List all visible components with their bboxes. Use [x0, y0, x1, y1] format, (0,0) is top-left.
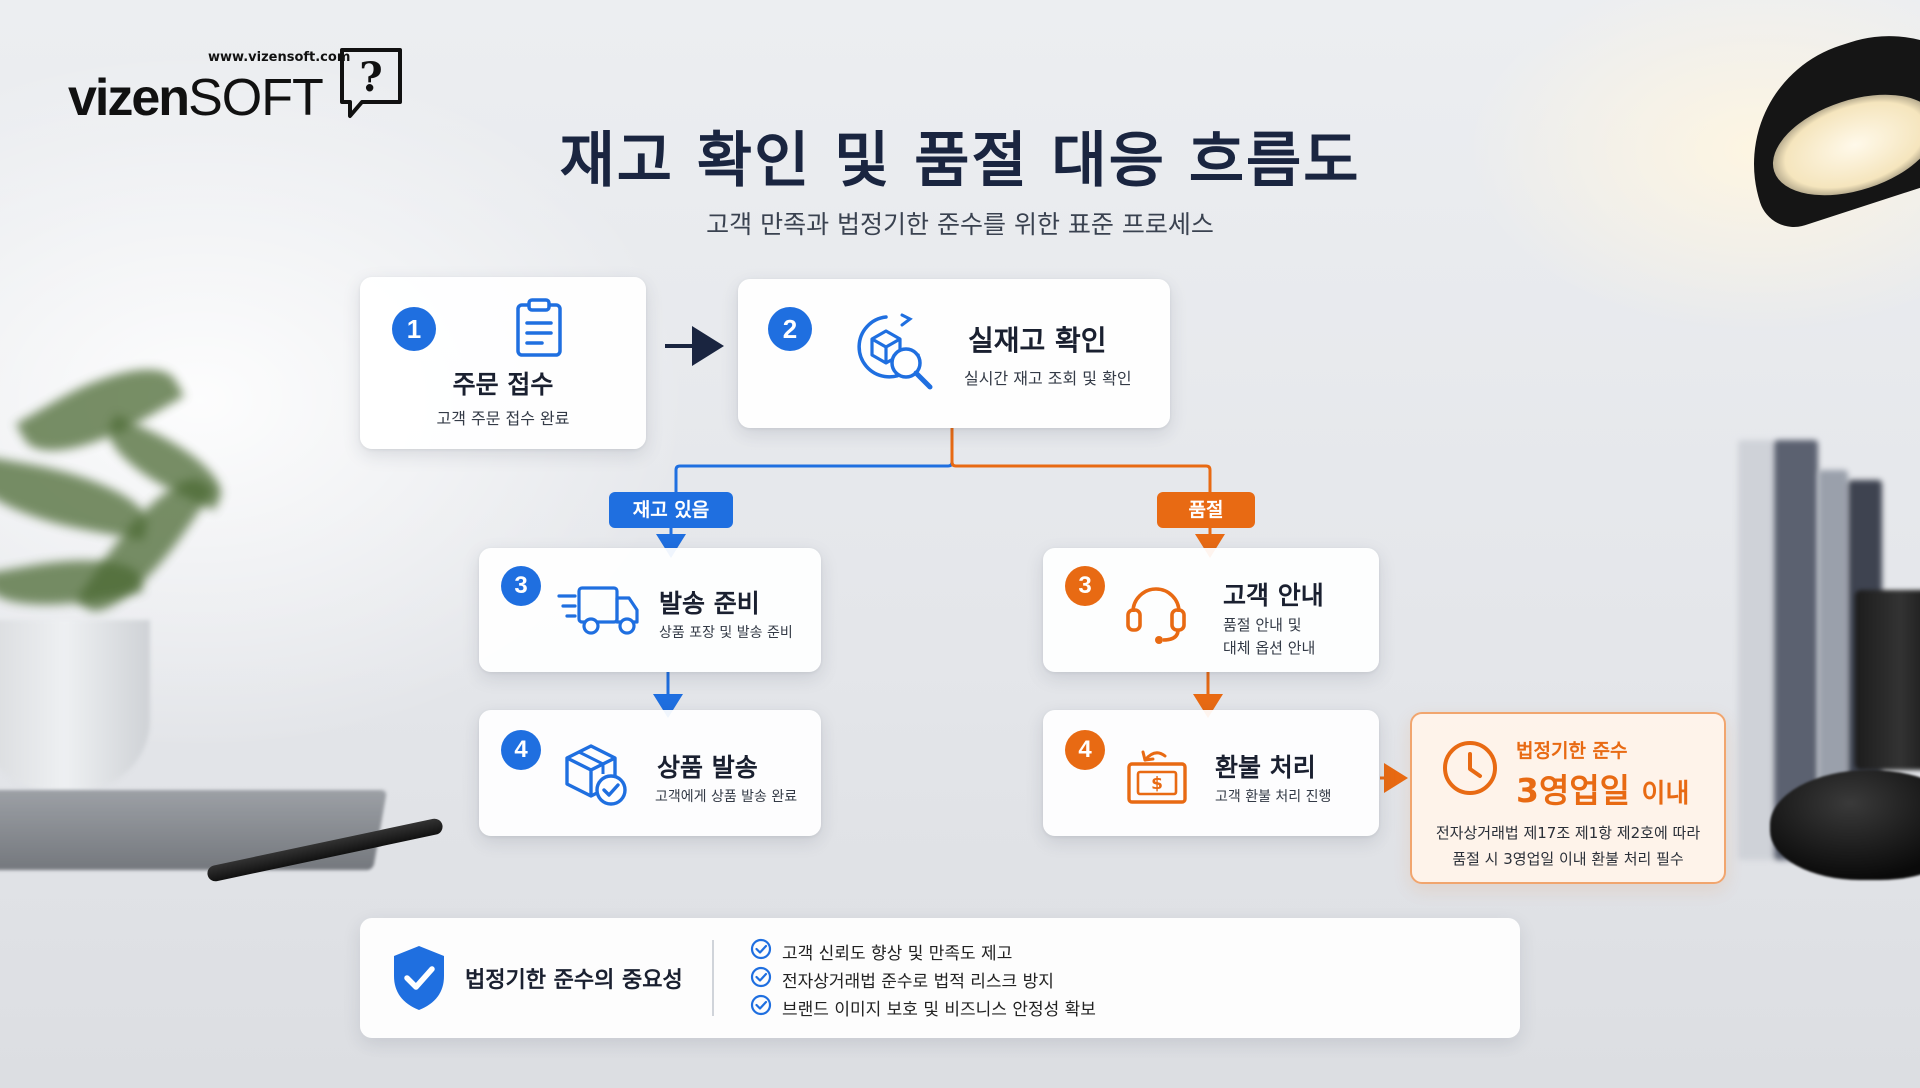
step-desc: 실시간 재고 조회 및 확인 [964, 369, 1132, 388]
importance-item: 고객 신뢰도 향상 및 만족도 제고 [750, 938, 1012, 964]
legal-deadline-box: 법정기한 준수 3영업일 이내 전자상거래법 제17조 제1항 제2호에 따라 … [1410, 712, 1726, 884]
importance-item-text: 전자상거래법 준수로 법적 리스크 방지 [782, 972, 1054, 992]
step-card-stock-check: 2 실재고 확인 실시간 재고 조회 및 확인 [738, 279, 1170, 428]
step-number-badge: 3 [1065, 566, 1105, 606]
step-number-badge: 4 [1065, 730, 1105, 770]
speech-bubble-question-icon: ? [340, 48, 402, 118]
step-card-order: 1 주문 접수 고객 주문 접수 완료 [360, 277, 646, 449]
connector-sold-out [950, 428, 1212, 494]
step-number-badge: 4 [501, 730, 541, 770]
check-circle-icon [750, 938, 772, 960]
svg-text:$: $ [1151, 774, 1163, 794]
page-subtitle: 고객 만족과 법정기한 준수를 위한 표준 프로세스 [706, 210, 1214, 239]
step-card-refund: 4 $ 환불 처리 고객 환불 처리 진행 [1043, 710, 1379, 836]
page-title: 재고 확인 및 품절 대응 흐름도 [559, 126, 1361, 196]
step-desc-line2: 대체 옵션 안내 [1223, 639, 1316, 657]
refund-money-icon: $ [1127, 750, 1187, 804]
box-check-icon [565, 744, 627, 806]
divider [712, 940, 714, 1016]
importance-item-text: 고객 신뢰도 향상 및 만족도 제고 [782, 944, 1013, 964]
branch-tag-sold-out: 품절 [1157, 492, 1255, 528]
legal-deadline-suffix: 이내 [1641, 779, 1690, 809]
connector-in-stock [674, 428, 954, 494]
book [1738, 440, 1774, 860]
clipboard-icon [516, 298, 562, 357]
headset-icon [1126, 587, 1186, 644]
logo-word-bold: vizen [68, 69, 190, 127]
logo-wordmark: vizenSOFT [68, 68, 324, 128]
step-desc: 고객 주문 접수 완료 [436, 409, 570, 428]
step-title: 고객 안내 [1223, 581, 1324, 610]
box-search-icon [857, 313, 933, 390]
logo-word-thin: SOFT [188, 69, 324, 127]
importance-item-text: 브랜드 이미지 보호 및 비즈니스 안정성 확보 [782, 1000, 1096, 1020]
shield-check-icon [394, 946, 444, 1010]
importance-panel: 법정기한 준수의 중요성 고객 신뢰도 향상 및 만족도 제고 전자상거래법 준… [360, 918, 1520, 1038]
branch-tag-in-stock: 재고 있음 [609, 492, 733, 528]
truck-icon [557, 586, 639, 635]
importance-item: 전자상거래법 준수로 법적 리스크 방지 [750, 966, 1054, 992]
legal-text-line1: 전자상거래법 제17조 제1항 제2호에 따라 [1435, 824, 1701, 842]
clock-icon [1443, 741, 1497, 795]
step-title: 실재고 확인 [968, 324, 1107, 357]
legal-label: 법정기한 준수 [1516, 740, 1628, 762]
step-title: 상품 발송 [657, 753, 758, 782]
step-desc: 고객에게 상품 발송 완료 [655, 789, 798, 805]
step-title: 환불 처리 [1215, 753, 1316, 782]
step-card-customer-notice: 3 고객 안내 품절 안내 및 대체 옵션 안내 [1043, 548, 1379, 672]
step-card-ship-prep: 3 발송 준비 상품 포장 및 발송 준비 [479, 548, 821, 672]
bowl [1770, 770, 1920, 880]
step-title: 주문 접수 [452, 370, 554, 399]
logo-url: www.vizensoft.com [208, 50, 351, 65]
step-desc: 고객 환불 처리 진행 [1215, 789, 1332, 805]
legal-deadline: 3영업일 이내 [1516, 764, 1689, 812]
check-circle-icon [750, 966, 772, 988]
importance-title: 법정기한 준수의 중요성 [465, 968, 683, 993]
brand-logo: www.vizensoft.com vizenSOFT ? [68, 46, 408, 128]
importance-item: 브랜드 이미지 보호 및 비즈니스 안정성 확보 [750, 994, 1096, 1020]
step-number-badge: 3 [501, 566, 541, 606]
plant-pot [0, 620, 150, 790]
cup [1855, 590, 1920, 770]
step-desc: 상품 포장 및 발송 준비 [659, 625, 793, 641]
step-title: 발송 준비 [659, 589, 760, 618]
svg-text:?: ? [359, 54, 382, 101]
step-number-badge: 2 [768, 307, 812, 351]
legal-deadline-number: 3영업일 [1516, 771, 1631, 810]
check-circle-icon [750, 994, 772, 1016]
legal-text-line2: 품절 시 3영업일 이내 환불 처리 필수 [1452, 850, 1684, 868]
step-desc-line1: 품절 안내 및 [1223, 616, 1302, 634]
step-number-badge: 1 [392, 307, 436, 351]
step-card-shipped: 4 상품 발송 고객에게 상품 발송 완료 [479, 710, 821, 836]
